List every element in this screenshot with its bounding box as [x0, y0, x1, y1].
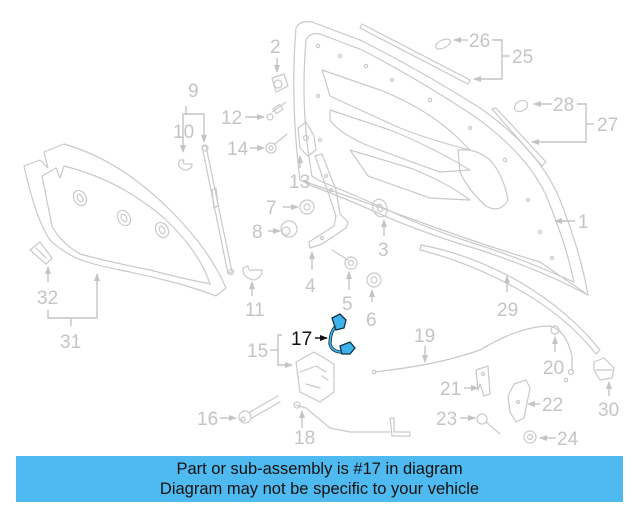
callout-6: 6	[366, 310, 377, 331]
callout-15: 15	[247, 341, 268, 362]
striker-part-22	[507, 379, 531, 423]
latch-bracket-part-13	[297, 121, 317, 157]
callout-31: 31	[60, 332, 81, 353]
grommet-part-8	[280, 220, 298, 238]
nut-part-6	[366, 272, 382, 288]
release-cable-part-19	[371, 325, 575, 383]
callout-5: 5	[342, 294, 353, 315]
callout-13: 13	[289, 172, 310, 193]
clip-part-32	[29, 241, 53, 265]
hood-seal-part-27	[491, 99, 547, 167]
callout-2: 2	[270, 37, 281, 58]
clip-part-24	[523, 430, 537, 444]
callout-9: 9	[188, 81, 199, 102]
banner-disclaimer-line: Diagram may not be specific to your vehi…	[159, 480, 480, 498]
bolt-part-23	[476, 413, 501, 435]
callout-3: 3	[378, 240, 389, 261]
release-cable-part-17-highlighted[interactable]	[328, 313, 356, 355]
callout-4: 4	[305, 276, 316, 297]
bracket-part-21	[475, 365, 491, 397]
bolt-part-12	[266, 101, 287, 121]
info-banner: Part or sub-assembly is #17 in diagram D…	[16, 456, 623, 502]
callout-23: 23	[436, 409, 457, 430]
hood-latch-part-15	[295, 351, 335, 403]
callout-1: 1	[578, 212, 589, 233]
callout-24: 24	[557, 429, 579, 450]
hinge-part-4	[308, 153, 349, 249]
bumper-part-2	[271, 73, 289, 93]
callout-17-highlighted[interactable]: 17	[291, 329, 312, 350]
callout-29: 29	[497, 300, 518, 321]
callout-14: 14	[227, 139, 249, 160]
callout-11: 11	[245, 300, 265, 321]
callout-25: 25	[512, 47, 533, 68]
callout-12: 12	[221, 108, 242, 129]
banner-part-line: Part or sub-assembly is #17 in diagram	[176, 460, 463, 478]
callout-7: 7	[266, 198, 277, 219]
washer-part-3	[372, 198, 388, 218]
callout-30: 30	[598, 400, 619, 421]
gas-strut-part-9	[201, 144, 235, 276]
release-handle-cable-part-18	[293, 401, 411, 437]
nut-part-7	[299, 199, 315, 215]
callout-8: 8	[252, 222, 263, 243]
callout-18: 18	[294, 428, 315, 449]
callout-20: 20	[543, 358, 564, 379]
parts-diagram: 1 26 25 28 27 29 2 12 14 13	[23, 21, 619, 450]
callout-28: 28	[553, 95, 574, 116]
callout-26: 26	[469, 31, 490, 52]
bolt-part-5	[331, 249, 358, 270]
callout-27: 27	[597, 115, 618, 136]
hood-panel-part-1	[293, 21, 589, 296]
bumper-part-30	[593, 357, 615, 381]
callout-10: 10	[173, 122, 194, 143]
front-seal-part-29	[419, 244, 601, 355]
hood-seal-part-25	[359, 23, 471, 85]
clip-part-10	[178, 159, 193, 171]
bolt-part-16	[238, 395, 281, 424]
insulator-pad-part-31	[23, 143, 227, 297]
callout-21: 21	[440, 379, 461, 400]
callout-19: 19	[414, 326, 435, 347]
bolt-part-14	[265, 133, 288, 154]
callout-16: 16	[197, 409, 218, 430]
clip-part-11	[242, 265, 263, 281]
callout-22: 22	[542, 395, 563, 416]
callout-32: 32	[37, 288, 58, 309]
